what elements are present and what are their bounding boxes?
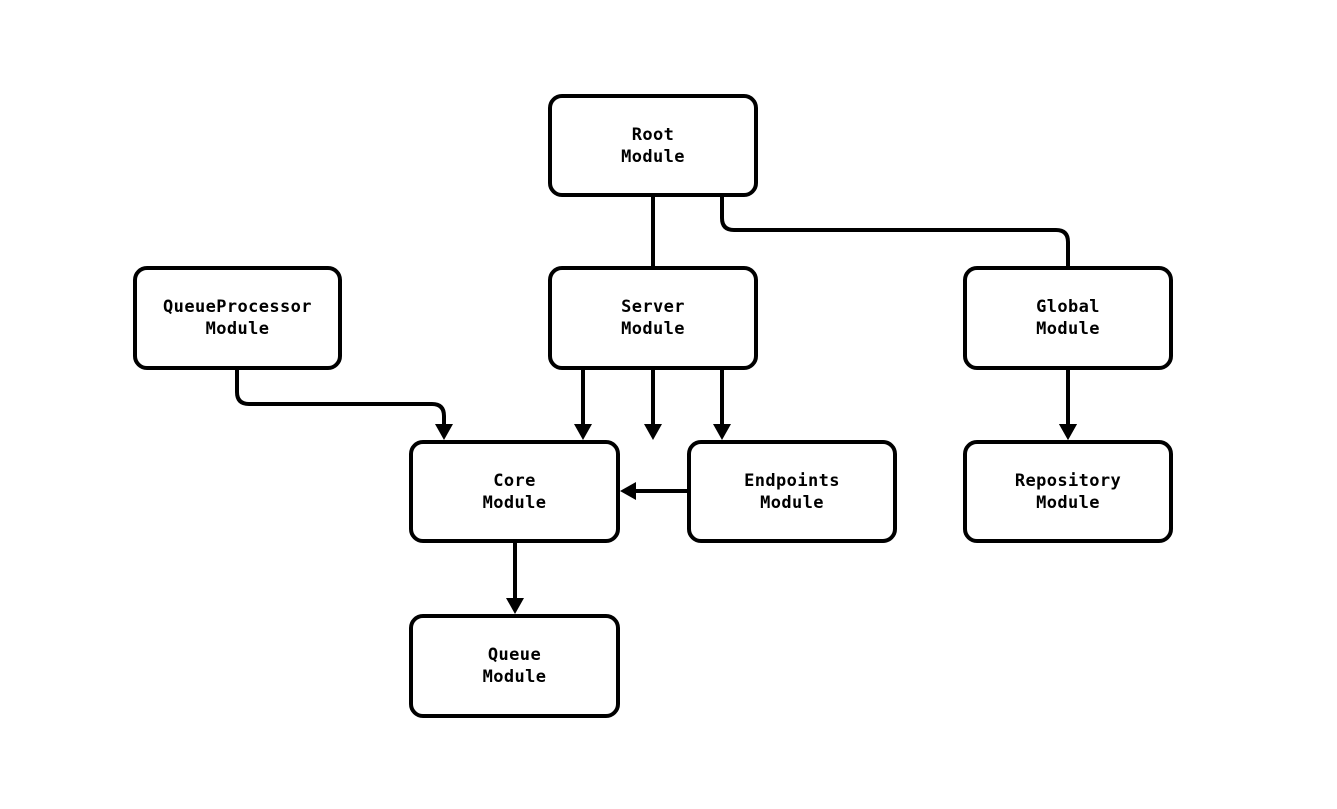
node-global[interactable]: Global Module	[963, 266, 1173, 370]
arrowhead-icon	[506, 598, 524, 614]
edge-line	[720, 197, 1070, 432]
node-label-repository: Repository Module	[1014, 470, 1122, 513]
arrowhead-icon	[435, 424, 453, 440]
edge-server-to-endpoints	[713, 370, 731, 440]
edge-queueprocessor-to-core	[235, 370, 453, 440]
node-server[interactable]: Server Module	[548, 266, 758, 370]
node-queueprocessor[interactable]: QueueProcessor Module	[133, 266, 342, 370]
arrowhead-icon	[644, 424, 662, 440]
edge-endpoints-to-core	[620, 482, 687, 500]
arrowhead-icon	[713, 424, 731, 440]
edge-core-to-queue	[506, 543, 524, 614]
node-label-queue: Queue Module	[482, 645, 547, 687]
node-repository[interactable]: Repository Module	[963, 440, 1173, 543]
node-label-endpoints: Endpoints Module	[744, 470, 840, 513]
node-label-queueprocessor: QueueProcessor Module	[163, 297, 312, 339]
arrowhead-icon	[574, 424, 592, 440]
edge-global-to-repository	[1059, 370, 1077, 440]
edge-line	[235, 370, 446, 432]
node-label-server: Server Module	[621, 297, 685, 339]
node-queue[interactable]: Queue Module	[409, 614, 620, 718]
node-root[interactable]: Root Module	[548, 94, 758, 197]
node-endpoints[interactable]: Endpoints Module	[687, 440, 897, 543]
node-core[interactable]: Core Module	[409, 440, 620, 543]
arrowhead-icon	[620, 482, 636, 500]
node-label-core: Core Module	[482, 470, 547, 513]
edge-server-to-core	[574, 370, 592, 440]
node-label-root: Root Module	[621, 124, 685, 167]
arrowhead-icon	[1059, 424, 1077, 440]
node-label-global: Global Module	[1036, 297, 1100, 339]
